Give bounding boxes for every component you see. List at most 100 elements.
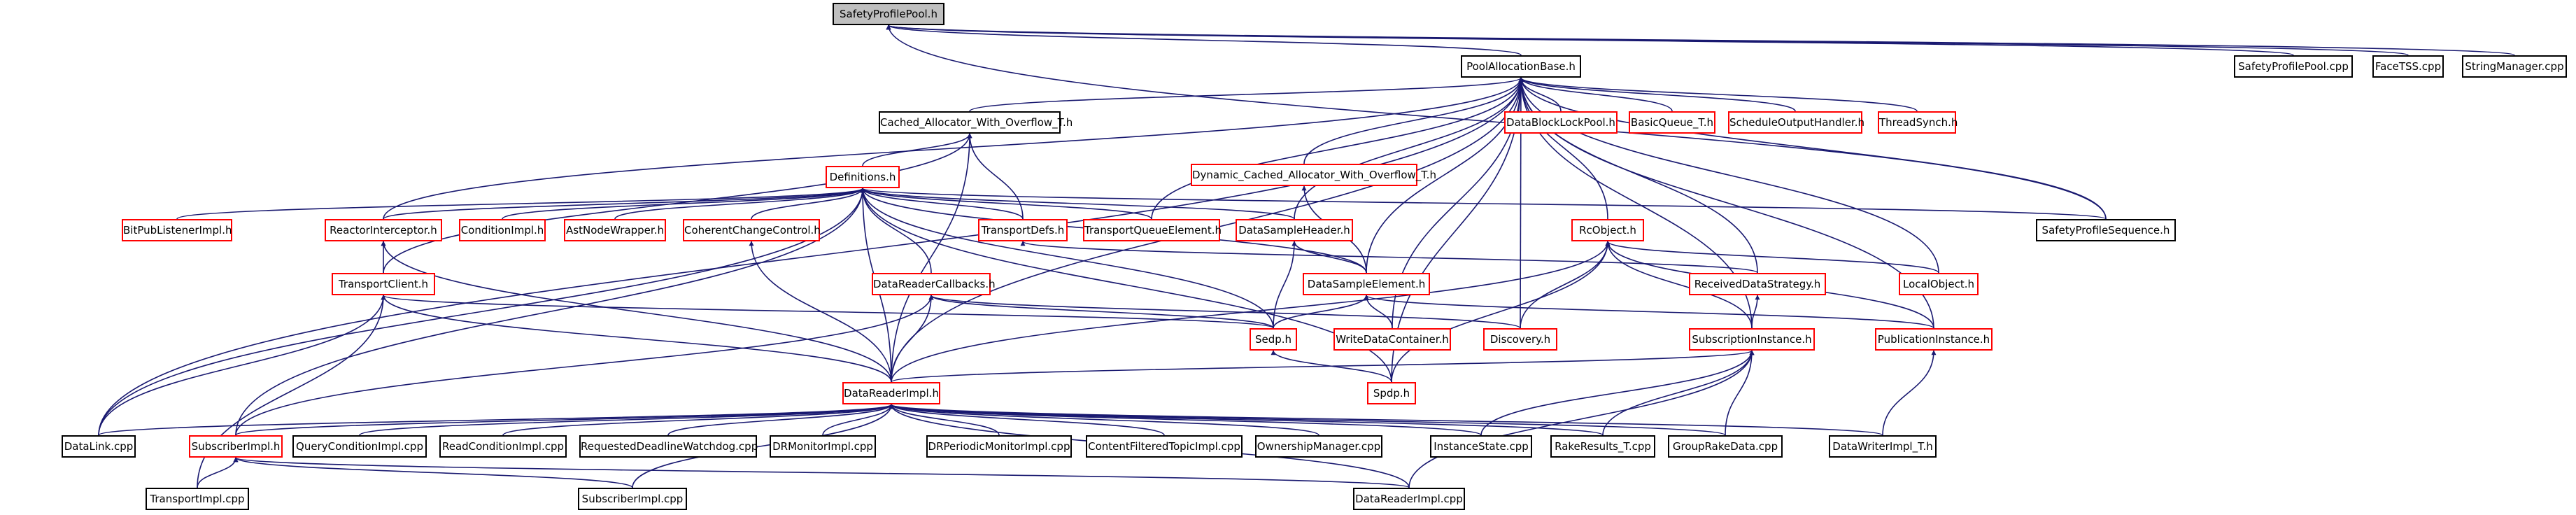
node-contentfilteredtopicimpl-cpp[interactable]: ContentFilteredTopicImpl.cpp <box>1086 435 1243 458</box>
edge-spp_cpp-to-spp_h <box>886 24 2294 56</box>
node-spdp-h[interactable]: Spdp.h <box>1367 382 1416 404</box>
edge-dsh-to-pab_h <box>1294 77 1524 220</box>
edge-dri_cpp-to-si <box>1408 350 1755 488</box>
node-requesteddeadlinewatchdog-cpp[interactable]: RequestedDeadlineWatchdog.cpp <box>579 435 758 458</box>
edge-dri_h-to-cached <box>891 133 972 383</box>
edge-dl-to-pab_h <box>98 77 1524 436</box>
node-transportqueueelement-h[interactable]: TransportQueueElement.h <box>1083 219 1222 241</box>
edge-sedp-to-drc <box>928 295 1274 329</box>
edge-subi_h-to-dri_h <box>235 404 894 436</box>
edge-cached-to-pab_h <box>969 77 1524 112</box>
node-safetyprofilepool-h[interactable]: SafetyProfilePool.h <box>833 3 944 25</box>
edge-bq-to-pab_h <box>1518 77 1673 112</box>
node-basicqueue-h[interactable]: BasicQueue_T.h <box>1629 111 1715 134</box>
node-reactorinterceptor-h[interactable]: ReactorInterceptor.h <box>325 219 442 241</box>
edge-inst-to-si <box>1480 350 1755 436</box>
edge-soh-to-pab_h <box>1518 77 1796 112</box>
node-transportimpl-cpp[interactable]: TransportImpl.cpp <box>146 488 249 510</box>
edge-tc-to-cached <box>383 133 972 274</box>
edge-dri_cpp-to-subi_h <box>234 457 1410 488</box>
node-stringmanager-cpp[interactable]: StringManager.cpp <box>2462 55 2567 78</box>
edge-dl-to-tc <box>98 295 386 436</box>
node-readconditionimpl-cpp[interactable]: ReadConditionImpl.cpp <box>439 435 567 458</box>
edge-subi_cpp-to-dri_h <box>632 404 894 488</box>
edge-sedp-to-tc <box>381 295 1274 329</box>
node-groupparakedata-cpp[interactable]: GroupRakeData.cpp <box>1668 435 1783 458</box>
node-conditionimpl-h[interactable]: ConditionImpl.h <box>459 219 546 241</box>
edge-sedp-to-dse <box>1273 295 1369 329</box>
edge-disc-to-drc <box>928 295 1521 329</box>
edge-grd-to-si <box>1725 350 1755 436</box>
edge-dri_h-to-ri <box>381 241 892 383</box>
edge-qci-to-dri_h <box>359 404 894 436</box>
edge-rds-to-pab_h <box>1518 77 1758 274</box>
node-discovery-h[interactable]: Discovery.h <box>1483 328 1557 351</box>
node-rcobject-h[interactable]: RcObject.h <box>1571 219 1644 241</box>
edge-bpl-to-defs <box>176 188 865 220</box>
edge-pi-to-dse <box>1364 295 1934 329</box>
edge-disc-to-rco <box>1520 241 1611 329</box>
edge-spdp-to-rco <box>1391 241 1611 383</box>
node-datablocklockpool-h[interactable]: DataBlockLockPool.h <box>1504 111 1618 134</box>
node-instancestate-cpp[interactable]: InstanceState.cpp <box>1430 435 1532 458</box>
node-datasampleheader-h[interactable]: DataSampleHeader.h <box>1236 219 1353 241</box>
edge-dwi-to-dri_h <box>889 404 1883 436</box>
node-localobject-h[interactable]: LocalObject.h <box>1899 273 1979 295</box>
node-datareaderimpl-cpp[interactable]: DataReaderImpl.cpp <box>1353 488 1465 510</box>
edge-om-to-dri_h <box>889 404 1319 436</box>
node-poolallocationbase-h[interactable]: PoolAllocationBase.h <box>1461 55 1581 78</box>
edge-rake-to-si <box>1602 350 1755 436</box>
node-datareadercallbacks-h[interactable]: DataReaderCallbacks.h <box>872 273 996 295</box>
edge-grd-to-dri_h <box>889 404 1726 436</box>
node-ownershipmanager-cpp[interactable]: OwnershipManager.cpp <box>1255 435 1382 458</box>
edge-strmgr-to-spp_h <box>886 24 2515 56</box>
node-threadsynch-h[interactable]: ThreadSynch.h <box>1878 111 1958 134</box>
node-cached-allocator-h[interactable]: Cached_Allocator_With_Overflow_T.h <box>879 111 1073 134</box>
node-datareaderimpl-h[interactable]: DataReaderImpl.h <box>842 382 940 404</box>
node-dynamic-cached-allocator-h[interactable]: Dynamic_Cached_Allocator_With_Overflow_T… <box>1191 164 1436 186</box>
node-subscriberimpl-h[interactable]: SubscriberImpl.h <box>189 435 283 458</box>
node-definitions-h[interactable]: Definitions.h <box>826 166 900 188</box>
node-publicationinstance-h[interactable]: PublicationInstance.h <box>1875 328 1993 351</box>
node-subscriptioninstance-h[interactable]: SubscriptionInstance.h <box>1689 328 1815 351</box>
node-transportclient-h[interactable]: TransportClient.h <box>332 273 435 295</box>
edge-sps-to-defs <box>861 188 2107 220</box>
edge-rci-to-dri_h <box>502 404 894 436</box>
node-datasampleelement-h[interactable]: DataSampleElement.h <box>1303 273 1430 295</box>
node-datawriterimpl-t-h[interactable]: DataWriterImpl_T.h <box>1829 435 1937 458</box>
edge-tdefs-to-defs <box>860 188 1024 220</box>
node-rakeresults-cpp[interactable]: RakeResults_T.cpp <box>1550 435 1655 458</box>
node-sedp-h[interactable]: Sedp.h <box>1250 328 1297 351</box>
node-coherentchangecontrol-h[interactable]: CoherentChangeControl.h <box>683 219 821 241</box>
node-facetss-cpp[interactable]: FaceTSS.cpp <box>2372 55 2444 78</box>
edge-rco-to-pab_h <box>1518 77 1608 220</box>
edge-anw-to-defs <box>614 188 865 220</box>
node-safetyprofilepool-cpp[interactable]: SafetyProfilePool.cpp <box>2234 55 2353 78</box>
edge-dyn-to-pab_h <box>1303 77 1524 164</box>
node-bitpublistenerimpl-h[interactable]: BitPubListenerImpl.h <box>122 219 232 241</box>
edge-drc-to-defs <box>860 188 932 274</box>
node-safetyprofilesequence-h[interactable]: SafetyProfileSequence.h <box>2036 219 2176 241</box>
node-transportdefs-h[interactable]: TransportDefs.h <box>978 219 1068 241</box>
node-drmonitorimpl-cpp[interactable]: DRMonitorImpl.cpp <box>770 435 876 458</box>
edge-tpi-to-subi_h <box>197 457 239 488</box>
node-writedatacontainer-h[interactable]: WriteDataContainer.h <box>1333 328 1451 351</box>
node-queryconditionimpl-cpp[interactable]: QueryConditionImpl.cpp <box>292 435 427 458</box>
edge-subi_h-to-defs <box>235 188 865 436</box>
edge-ci-to-defs <box>502 188 865 220</box>
edge-sps-to-pab_h <box>1518 77 2107 220</box>
edge-ccc-to-defs <box>751 188 865 220</box>
node-drperiodicmonitorimpl-cpp[interactable]: DRPeriodicMonitorImpl.cpp <box>926 435 1072 458</box>
node-receiveddatastrategy-h[interactable]: ReceivedDataStrategy.h <box>1689 273 1826 295</box>
edge-si-to-rds <box>1751 295 1760 329</box>
node-scheduleoutputhandler-h[interactable]: ScheduleOutputHandler.h <box>1728 111 1864 134</box>
node-subscriberimpl-cpp[interactable]: SubscriberImpl.cpp <box>578 488 687 510</box>
edge-tqe-to-pab_h <box>1151 77 1524 220</box>
edge-ri-to-pab_h <box>383 77 1524 220</box>
node-datalink-cpp[interactable]: DataLink.cpp <box>62 435 136 458</box>
node-astnodewrapper-h[interactable]: AstNodeWrapper.h <box>564 219 666 241</box>
edge-si-to-rco <box>1605 241 1753 329</box>
edge-drm-to-dri_h <box>822 404 894 436</box>
edge-sedp-to-dsh <box>1273 241 1297 329</box>
edge-dwi-to-pi <box>1882 350 1937 436</box>
